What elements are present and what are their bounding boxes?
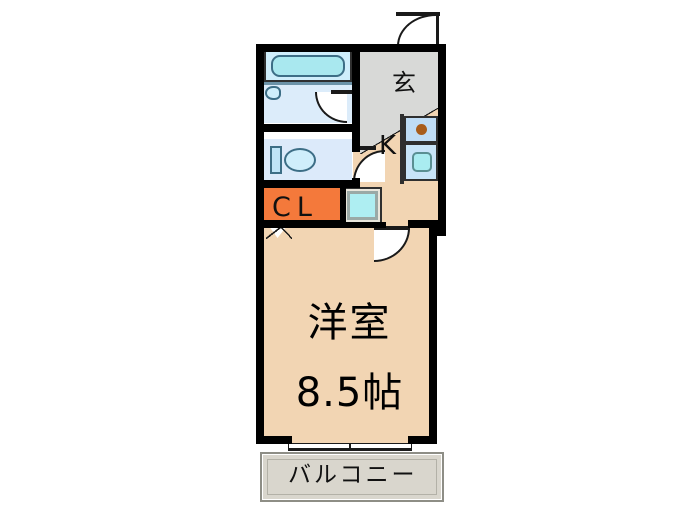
wall-top-bath	[256, 44, 360, 52]
wall-outer-left	[256, 44, 264, 444]
wall-room-top-mid	[340, 222, 386, 228]
entry-door-leaf[interactable]	[396, 12, 440, 16]
balcony-outline	[260, 452, 444, 502]
genkan-label: 玄	[392, 69, 416, 97]
genkan-floor	[360, 48, 438, 108]
wall-closet-right	[340, 180, 346, 224]
wall-room-bottom-left	[256, 436, 292, 444]
balcony-door-track	[288, 449, 412, 451]
wall-toilet-closet	[256, 180, 352, 188]
bathroom-door-leaf[interactable]	[331, 90, 352, 94]
bathtub	[271, 55, 345, 77]
wall-top-genkan	[360, 44, 446, 52]
balcony-label: バルコニー	[288, 462, 418, 488]
room-door-leaf[interactable]	[374, 226, 410, 230]
washbasin	[265, 86, 281, 100]
kitchen-label: K	[379, 131, 397, 161]
balcony-sliding-door-right[interactable]	[350, 443, 412, 449]
wall-outer-right-upper	[438, 44, 446, 234]
wall-right-jog	[429, 228, 446, 236]
kitchen-sink	[412, 152, 432, 172]
wall-room-top-left	[256, 220, 340, 228]
main-room-name: 洋室	[307, 300, 392, 346]
washbasin-counter	[264, 82, 352, 85]
wall-bath-toilet	[256, 124, 360, 132]
closet-area	[264, 188, 340, 220]
balcony-floor	[263, 455, 441, 499]
wall-bath-hall	[352, 44, 360, 124]
wall-room-top-right	[408, 220, 446, 228]
wall-toilet-hall	[352, 132, 360, 152]
stove-burner-icon	[416, 124, 427, 135]
washing-machine	[347, 191, 378, 220]
toilet-bowl	[284, 148, 316, 172]
main-room-floor	[262, 228, 437, 443]
closet-label: CL	[272, 192, 318, 223]
entry-door-jamb	[436, 12, 439, 46]
wall-room-bottom-right	[408, 436, 437, 444]
toilet-tank	[270, 146, 282, 174]
entry-door-arc[interactable]	[397, 14, 436, 46]
main-room-size: 8.5帖	[295, 370, 404, 416]
balcony-sliding-door-left[interactable]	[288, 443, 350, 449]
wall-outer-right-lower	[429, 228, 437, 444]
wall-kitchen-counter-edge	[400, 114, 404, 184]
main-room-label: 洋室 8.5帖	[262, 290, 437, 418]
balcony-inner-line	[267, 459, 437, 495]
wall-wet-hall	[352, 178, 360, 188]
